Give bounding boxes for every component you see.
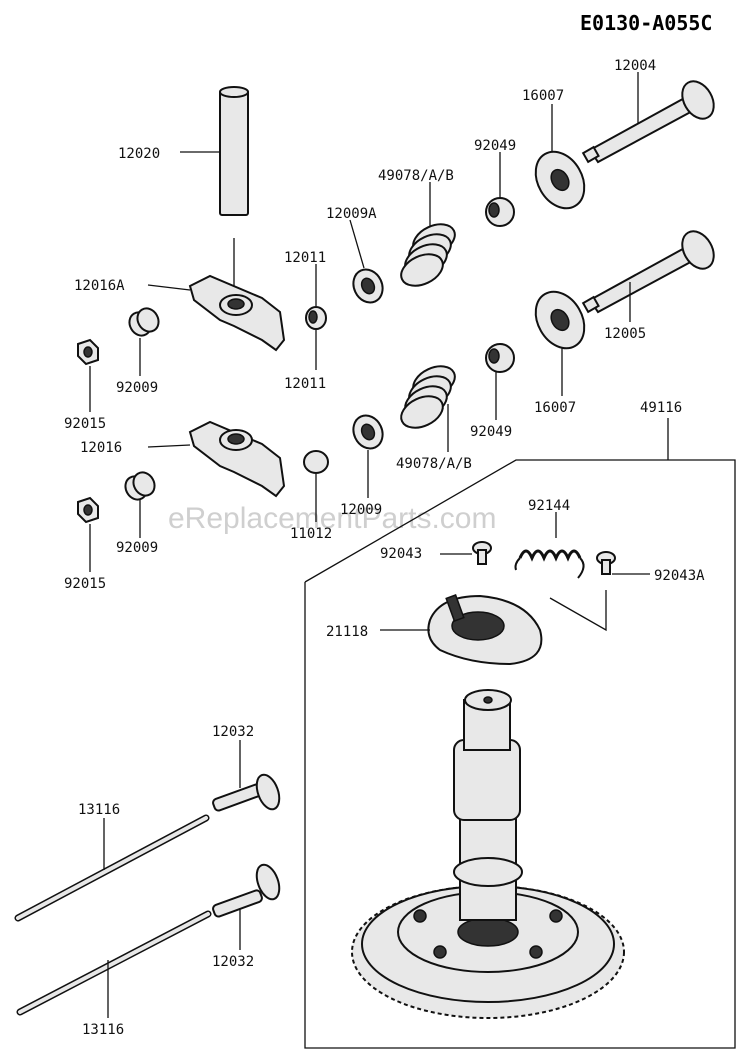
leader-12016 xyxy=(147,444,191,448)
valve-12004[interactable] xyxy=(581,76,720,164)
label-12016A: 12016A xyxy=(74,278,125,294)
watermark-text: eReplacementParts.com xyxy=(168,502,496,535)
collet-92049-bottom[interactable] xyxy=(485,343,515,373)
label-13116-top: 13116 xyxy=(78,802,120,818)
label-49078-bottom: 49078/A/B xyxy=(396,456,472,472)
label-12009A: 12009A xyxy=(326,206,377,222)
leader-12009A xyxy=(349,219,365,269)
label-16007-top: 16007 xyxy=(522,88,564,104)
valve-12005[interactable] xyxy=(581,226,720,314)
retainer-16007-top[interactable] xyxy=(526,143,594,217)
leader-92043A-link xyxy=(549,590,607,632)
spring-49078-bottom[interactable] xyxy=(396,360,460,434)
bush-12011[interactable] xyxy=(305,306,327,330)
label-12009: 12009 xyxy=(340,502,382,518)
nut-92015-top[interactable] xyxy=(77,338,99,366)
retainer-16007-bottom[interactable] xyxy=(526,283,594,357)
pin-92043A[interactable] xyxy=(596,551,616,575)
seat-12009A[interactable] xyxy=(348,265,388,308)
label-12011-bottom: 12011 xyxy=(284,376,326,392)
label-12020: 12020 xyxy=(118,146,160,162)
push-rod-13116-top[interactable] xyxy=(14,814,210,922)
adjuster-92009-top[interactable] xyxy=(125,305,162,340)
label-92015-bottom: 92015 xyxy=(64,576,106,592)
label-12032-top: 12032 xyxy=(212,724,254,740)
collet-92049-top[interactable] xyxy=(485,197,515,227)
pin-92043[interactable] xyxy=(472,541,492,565)
label-13116-bottom: 13116 xyxy=(82,1022,124,1038)
camshaft-assembly-frame xyxy=(304,459,736,1049)
nut-92015-bottom[interactable] xyxy=(77,496,99,524)
camshaft-gear[interactable] xyxy=(351,689,625,1019)
label-49078-top: 49078/A/B xyxy=(378,168,454,184)
label-92043: 92043 xyxy=(380,546,422,562)
label-11012: 11012 xyxy=(290,526,332,542)
label-16007-bottom: 16007 xyxy=(534,400,576,416)
spring-92144[interactable] xyxy=(514,549,585,579)
rocker-arm-12016A[interactable] xyxy=(188,274,286,352)
push-rod-12020[interactable] xyxy=(219,86,249,216)
label-92049-top: 92049 xyxy=(474,138,516,154)
label-21118: 21118 xyxy=(326,624,368,640)
spring-49078-top[interactable] xyxy=(396,218,460,292)
cap-11012[interactable] xyxy=(303,450,329,474)
label-12032-bottom: 12032 xyxy=(212,954,254,970)
lifter-12032-top[interactable] xyxy=(212,772,284,813)
label-92015-top: 92015 xyxy=(64,416,106,432)
label-92043A: 92043A xyxy=(654,568,705,584)
label-12005: 12005 xyxy=(604,326,646,342)
adjuster-92009-bottom[interactable] xyxy=(121,469,158,504)
rocker-arm-12016[interactable] xyxy=(188,420,286,498)
diagram-code: E0130-A055C xyxy=(580,11,712,35)
decompressor-21118[interactable] xyxy=(427,594,543,666)
seat-12009[interactable] xyxy=(348,411,388,454)
lifter-12032-bottom[interactable] xyxy=(212,862,284,918)
label-12011-top: 12011 xyxy=(284,250,326,266)
push-rod-13116-bottom[interactable] xyxy=(16,910,212,1016)
label-92144: 92144 xyxy=(528,498,570,514)
label-92049-bottom: 92049 xyxy=(470,424,512,440)
label-92009-top: 92009 xyxy=(116,380,158,396)
label-12004: 12004 xyxy=(614,58,656,74)
label-49116: 49116 xyxy=(640,400,682,416)
label-12016: 12016 xyxy=(80,440,122,456)
label-92009-bottom: 92009 xyxy=(116,540,158,556)
leader-12016A xyxy=(147,284,191,291)
